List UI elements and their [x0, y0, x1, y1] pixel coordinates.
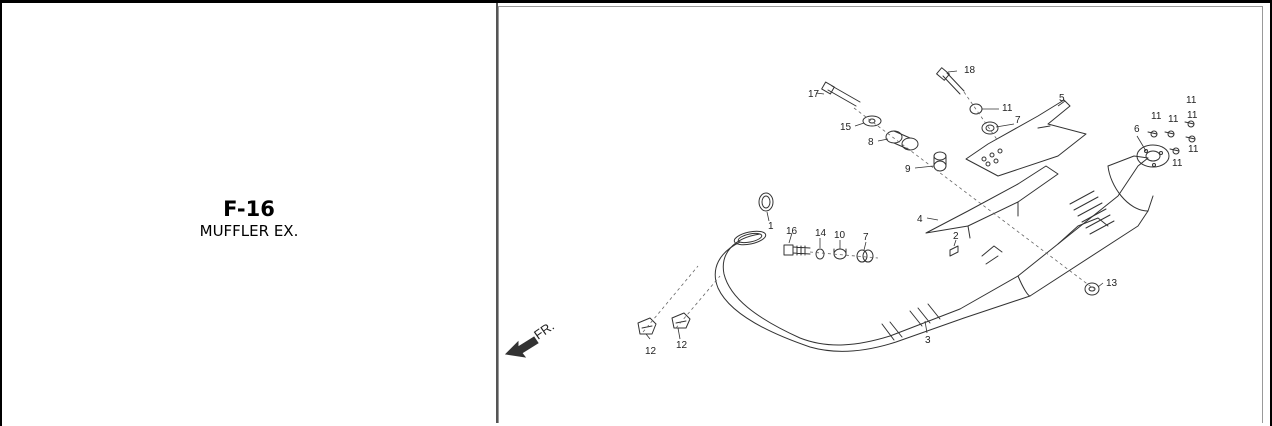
callout-5: 5: [1059, 93, 1065, 104]
washer-7-lower: [856, 249, 874, 263]
callout-7-upper: 7: [1015, 115, 1021, 126]
exploded-parts-diagram: 18 17 11 5 7 15 8 6 11 11 11 11 11 11 9 …: [504, 65, 1199, 358]
nut-12-a: [637, 317, 657, 335]
callout-17: 17: [808, 89, 820, 100]
callout-15: 15: [840, 122, 852, 133]
bolt-17: [821, 81, 861, 107]
callout-11-c: 11: [1186, 95, 1197, 106]
clip-2: [949, 245, 959, 257]
panel-divider: [496, 3, 498, 423]
washer-14: [815, 248, 825, 260]
muffler-guard: [965, 99, 1087, 177]
callout-9: 9: [905, 164, 911, 175]
callout-13: 13: [1106, 278, 1118, 289]
figure-title: MUFFLER EX.: [199, 222, 299, 240]
callout-11-b: 11: [1168, 114, 1179, 125]
figure-caption-panel: F-16 MUFFLER EX.: [2, 3, 496, 424]
heat-shield-slots: [1069, 190, 1115, 235]
figure-code: F-16: [223, 197, 275, 221]
muffler-bracket: [925, 165, 1059, 239]
diagram-frame: [498, 6, 1263, 423]
callout-7-lower: 7: [863, 232, 869, 243]
callout-4: 4: [917, 214, 923, 225]
bolt-16: [783, 244, 811, 256]
exhaust-pipe: [714, 230, 965, 352]
grommet-8: [885, 130, 919, 151]
callout-18: 18: [964, 65, 976, 76]
callout-12-b: 12: [676, 340, 688, 351]
muffler-body: [959, 155, 1154, 319]
callout-11-a: 11: [1151, 111, 1162, 122]
callout-1: 1: [768, 221, 774, 232]
callout-11-e: 11: [1188, 144, 1199, 155]
screws-11-cluster: [1147, 120, 1196, 155]
callout-11-f: 11: [1172, 158, 1183, 169]
leader-lines: [645, 70, 1147, 340]
assembly-center-lines: [642, 91, 1095, 333]
gasket-1: [758, 192, 774, 212]
callout-10: 10: [834, 230, 846, 241]
callout-8: 8: [868, 137, 874, 148]
washer-15: [862, 115, 882, 127]
washer-7-upper: [981, 121, 999, 135]
callout-14: 14: [815, 228, 827, 239]
muffler-end-cap: [1136, 144, 1170, 168]
callout-6: 6: [1134, 124, 1140, 135]
nut-13: [1084, 282, 1100, 296]
callout-2: 2: [953, 231, 959, 242]
callout-12-a: 12: [645, 346, 657, 357]
callout-11-d: 11: [1187, 110, 1198, 121]
nut-12-b: [671, 312, 691, 329]
callout-3: 3: [925, 335, 931, 346]
bolt-18: [936, 67, 965, 95]
collar-9: [933, 151, 947, 172]
callout-16: 16: [786, 226, 798, 237]
front-direction-arrow-icon: [504, 336, 539, 358]
callout-11-upper: 11: [1002, 103, 1013, 114]
